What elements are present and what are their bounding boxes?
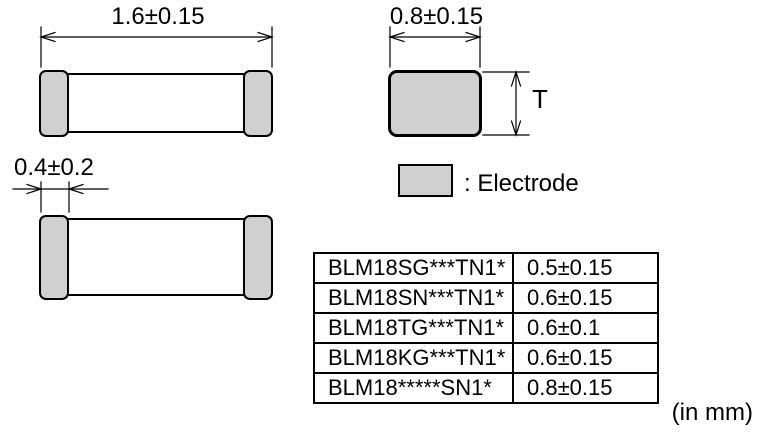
part-number-cell: BLM18KG***TN1* — [313, 342, 514, 374]
electrode-left — [39, 70, 69, 137]
thickness-value-cell: 0.6±0.15 — [512, 342, 659, 374]
electrode-width-dimension-lines — [12, 181, 109, 213]
part-number-cell: BLM18SN***TN1* — [313, 282, 514, 314]
length-dimension-label: 1.6±0.15 — [111, 3, 205, 30]
thickness-table: BLM18SG***TN1* 0.5±0.15 BLM18SN***TN1* 0… — [313, 252, 659, 404]
thickness-dimension-lines — [482, 70, 530, 137]
electrode-right — [243, 215, 273, 300]
electrode-width-dimension-label: 0.4±0.2 — [14, 154, 94, 181]
electrode-right — [243, 70, 273, 137]
chip-end-view — [388, 70, 482, 137]
table-row: BLM18SN***TN1* 0.6±0.15 — [313, 282, 659, 314]
thickness-value-cell: 0.6±0.15 — [512, 282, 659, 314]
chip-body — [41, 73, 272, 133]
width-dimension-label: 0.8±0.15 — [389, 3, 484, 30]
thickness-dimension-label: T — [532, 84, 548, 114]
thickness-value-cell: 0.5±0.15 — [512, 252, 659, 284]
table-row: BLM18SG***TN1* 0.5±0.15 — [313, 252, 659, 284]
electrode-left — [39, 215, 69, 300]
width-dimension-lines — [388, 26, 482, 68]
part-number-cell: BLM18TG***TN1* — [313, 312, 514, 344]
part-number-cell: BLM18*****SN1* — [313, 372, 514, 404]
length-dimension-lines — [39, 26, 274, 68]
part-number-cell: BLM18SG***TN1* — [313, 252, 514, 284]
table-row: BLM18KG***TN1* 0.6±0.15 — [313, 342, 659, 374]
unit-note: (in mm) — [671, 399, 753, 426]
table-row: BLM18*****SN1* 0.8±0.15 — [313, 372, 659, 404]
chip-body — [41, 218, 272, 296]
electrode-legend-swatch — [398, 164, 453, 197]
thickness-value-cell: 0.8±0.15 — [512, 372, 659, 404]
thickness-value-cell: 0.6±0.1 — [512, 312, 659, 344]
electrode-legend-label: : Electrode — [464, 170, 579, 197]
table-row: BLM18TG***TN1* 0.6±0.1 — [313, 312, 659, 344]
